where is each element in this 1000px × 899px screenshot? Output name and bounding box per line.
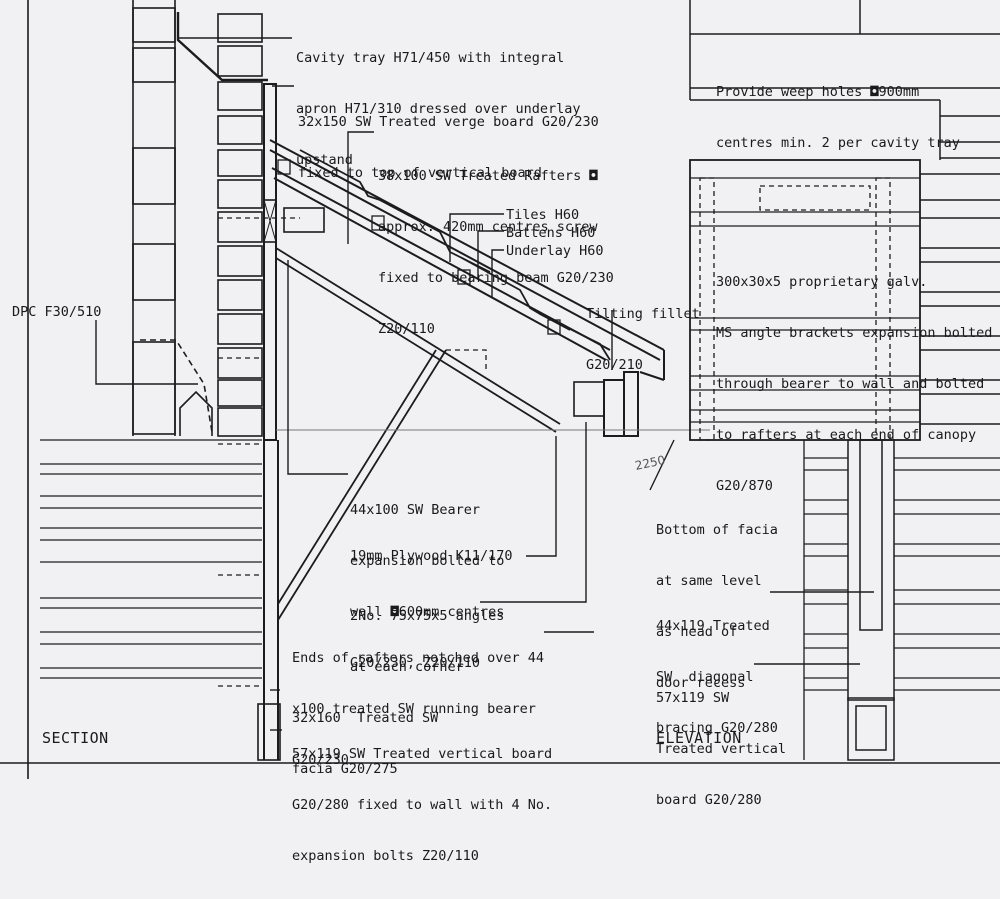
elevation-vertical-board xyxy=(847,439,895,761)
label-bottom-facia: Bottom of facia at same level as head of… xyxy=(656,522,778,691)
cavity-tray xyxy=(176,12,268,82)
label-cavity-tray: Cavity tray H71/450 with integral apron … xyxy=(296,50,581,168)
label-verge-board: 32x150 SW Treated verge board G20/230 fi… xyxy=(298,114,599,181)
label-vertical-board-wall: 57x119 SW Treated vertical board G20/280… xyxy=(292,746,553,864)
canopy-detail-drawing: 2250 xyxy=(0,0,1000,779)
label-vertical-board-elev: 57x119 SW Treated vertical board G20/280 xyxy=(656,690,787,808)
elevation-ground-hatching xyxy=(803,440,1000,760)
vertical-board-section xyxy=(263,83,277,441)
dpc-line xyxy=(140,339,213,433)
label-tiles: Tiles H60 xyxy=(506,207,580,223)
brick-wall-outer xyxy=(132,0,176,436)
soffit-plywood xyxy=(275,247,561,425)
elevation-canopy xyxy=(689,159,921,441)
label-rafters: 38x100 SW Treated Rafters ◘ approx. 420m… xyxy=(378,168,614,337)
label-rafter-ends: Ends of rafters notched over 44 x100 tre… xyxy=(292,650,544,768)
drawing-sheet: 2250 Cavity tray H71/450 with integral a… xyxy=(0,0,1000,864)
label-weep-holes: Provide weep holes ◘900mm centres min. 2… xyxy=(716,84,960,151)
diagonal-bracing-section xyxy=(277,349,447,621)
label-facia: 32x160 Treated SW facia G20/275 xyxy=(292,710,439,777)
label-underlay: Underlay H60 xyxy=(506,243,604,259)
ground-hatching-section xyxy=(40,439,262,679)
angle-bracket-plate xyxy=(283,207,325,233)
expansion-bolt-lines xyxy=(218,217,300,687)
dpc-upstand xyxy=(179,390,213,436)
roof-battens xyxy=(277,159,561,335)
leader-lines-elevation xyxy=(754,591,874,665)
bearer-block xyxy=(263,199,277,243)
label-angles: 2No. 75x75x5 angles at each corner xyxy=(350,608,505,675)
label-diagonal-bracing: 44x119 Treated SW diagonal bracing G20/2… xyxy=(656,618,778,736)
elevation-wall xyxy=(689,0,1000,425)
section-title: SECTION xyxy=(42,729,109,747)
label-battens: Battens H60 xyxy=(506,225,596,241)
label-tilting-fillet: Tilting fillet G20/210 xyxy=(586,306,700,373)
label-bearer: 44x100 SW Bearer expansion bolted to wal… xyxy=(350,502,505,671)
angle-corner xyxy=(573,381,605,417)
label-plywood: 19mm Plywood K11/170 xyxy=(350,548,513,564)
brick-wall-inner xyxy=(217,13,263,437)
elevation-title: ELEVATION xyxy=(656,729,742,747)
label-angle-brackets: 300x30x5 proprietary galv. MS angle brac… xyxy=(716,274,993,494)
elevation-canopy-lines xyxy=(690,177,920,423)
handwritten-dimension: 2250 xyxy=(634,453,667,473)
leader-lines-section xyxy=(95,37,675,731)
label-dpc: DPC F30/510 xyxy=(12,304,102,320)
